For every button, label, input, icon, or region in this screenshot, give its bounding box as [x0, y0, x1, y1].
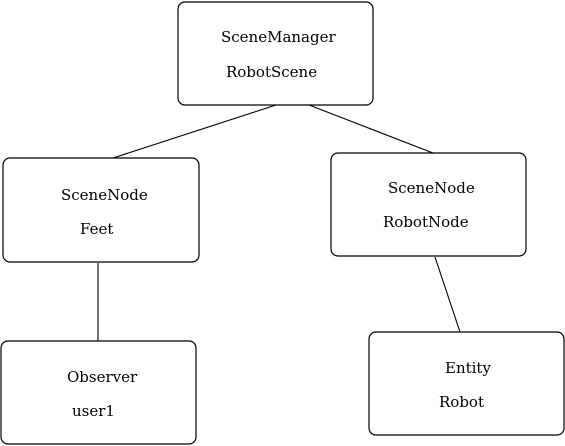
node-robotnode-box — [330, 152, 527, 257]
node-robotnode: SceneNode RobotNode — [330, 152, 527, 257]
node-entity-type: Entity — [445, 359, 491, 377]
node-scenemanager-box — [177, 1, 374, 106]
edge-robotnode-entity — [434, 256, 461, 333]
edge-scenemanager-feet — [112, 104, 277, 159]
node-observer-name: user1 — [72, 402, 115, 420]
node-observer-box — [0, 340, 197, 445]
node-scenemanager: SceneManager RobotScene — [177, 1, 374, 106]
node-entity-name: Robot — [439, 393, 484, 411]
node-scenemanager-name: RobotScene — [226, 63, 317, 81]
node-robotnode-type: SceneNode — [388, 179, 475, 197]
node-scenemanager-type: SceneManager — [221, 28, 336, 46]
node-feet: SceneNode Feet — [2, 157, 200, 263]
node-observer: Observer user1 — [0, 340, 197, 445]
node-observer-type: Observer — [67, 368, 138, 386]
node-robotnode-name: RobotNode — [383, 213, 469, 231]
node-feet-type: SceneNode — [61, 186, 148, 204]
node-feet-box — [2, 157, 200, 263]
edge-scenemanager-robotnode — [308, 104, 434, 154]
node-entity: Entity Robot — [368, 331, 565, 436]
node-feet-name: Feet — [80, 220, 113, 238]
node-entity-box — [368, 331, 565, 436]
